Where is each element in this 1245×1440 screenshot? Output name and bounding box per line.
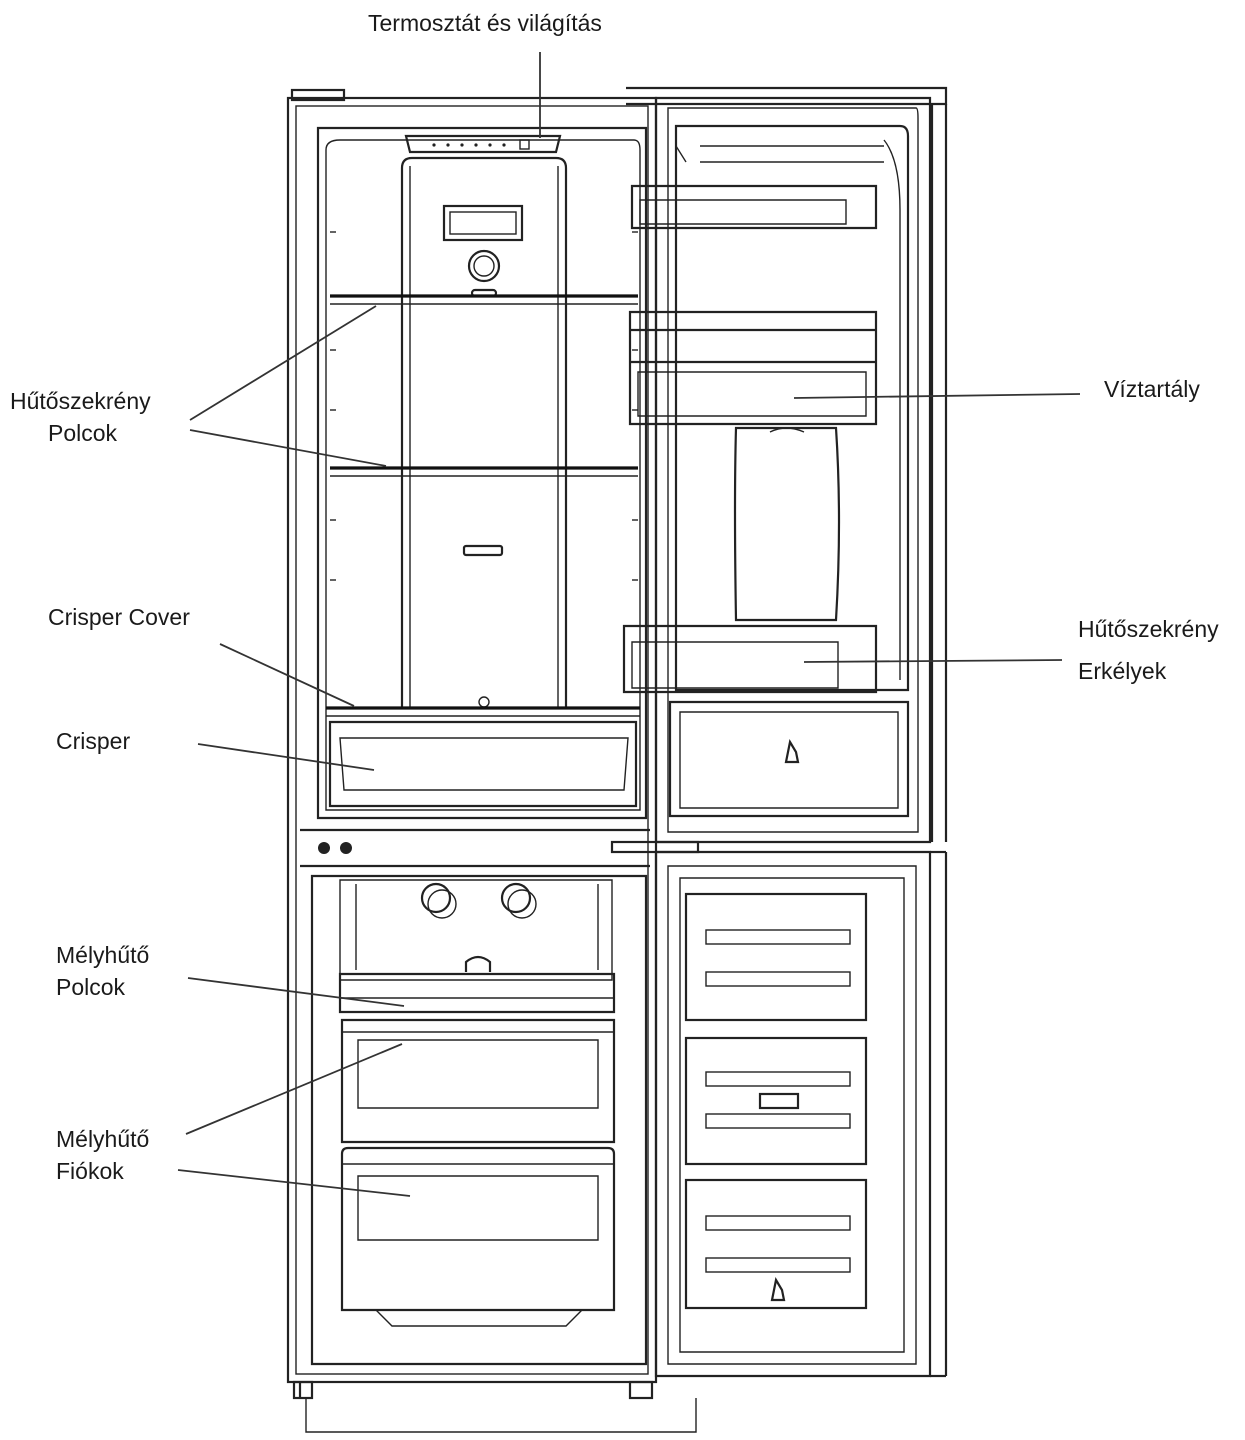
label-fridge-shelves-line1: Hűtőszekrény <box>10 388 151 414</box>
label-freezer-drawers-line2: Fiókok <box>56 1158 124 1184</box>
shelf-rails <box>330 231 638 581</box>
freezer-drawer-2 <box>340 1146 616 1327</box>
freezer-shelf <box>338 972 616 1014</box>
door-balcony-top <box>630 184 878 230</box>
label-door-balconies-line2: Erkélyek <box>1078 658 1167 684</box>
label-crisper: Crisper <box>56 728 131 754</box>
label-crisper-cover: Crisper Cover <box>48 604 190 630</box>
fridge-door <box>626 86 948 844</box>
freezer-door-bin-3 <box>684 1178 868 1310</box>
fridge-compartment <box>316 126 648 820</box>
freezer-door <box>654 850 948 1378</box>
freezer-door-bin-2 <box>684 1036 868 1166</box>
freezer-drawer-1 <box>340 1018 616 1144</box>
air-duct <box>400 156 568 710</box>
crisper-drawer <box>328 720 638 808</box>
leader-lines <box>177 52 1081 1197</box>
label-thermostat-light: Termosztát és világítás <box>368 10 602 36</box>
water-tank <box>628 310 878 622</box>
label-water-tank: Víztartály <box>1104 376 1200 402</box>
freezer-compartment <box>310 874 648 1366</box>
label-freezer-drawers-line1: Mélyhűtő <box>56 1126 150 1152</box>
label-fridge-shelves-line2: Polcok <box>48 420 118 446</box>
cabinet-body <box>286 88 697 1433</box>
label-freezer-shelves-line1: Mélyhűtő <box>56 942 150 968</box>
divider-panel <box>300 828 700 868</box>
freezer-door-bin-1 <box>684 892 868 1022</box>
label-door-balconies-line1: Hűtőszekrény <box>1078 616 1219 642</box>
door-balcony-bottom <box>622 624 878 694</box>
fridge-door-bin <box>668 700 910 818</box>
crisper-cover <box>326 706 640 717</box>
label-freezer-shelves-line2: Polcok <box>56 974 126 1000</box>
fridge-shelf-2 <box>330 466 638 477</box>
thermostat-light-panel <box>404 134 562 154</box>
fridge-shelf-1 <box>330 294 638 305</box>
